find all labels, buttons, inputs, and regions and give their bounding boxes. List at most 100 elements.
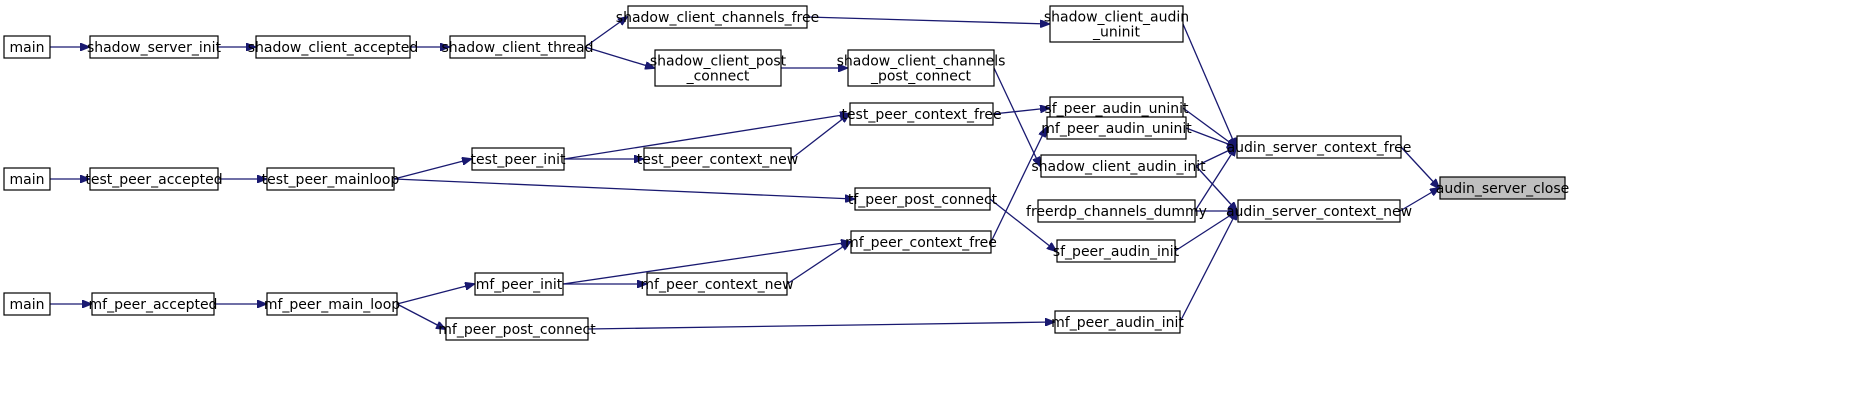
node-label: mf_peer_main_loop	[264, 297, 400, 313]
edge-shadow-client-audin-init-to-audin-server-context-new	[1195, 165, 1237, 211]
edge-tf-peer-post-connect-to-sf-peer-audin-init	[989, 198, 1056, 251]
node-label: _connect	[686, 69, 750, 85]
node-box	[1049, 5, 1184, 43]
node-label: mf_peer_post_connect	[438, 322, 596, 338]
edge-test-peer-context-free-to-sf-peer-audin-uninit	[992, 108, 1049, 115]
node-tf-peer-post-connect[interactable]: tf_peer_post_connect	[848, 187, 998, 211]
node-test-peer-accepted[interactable]: test_peer_accepted	[85, 167, 223, 191]
node-shadow-server-init[interactable]: shadow_server_init	[87, 35, 222, 59]
node-box	[471, 147, 565, 171]
node-label: shadow_client_channels	[837, 54, 1006, 70]
node-main2[interactable]: main	[3, 167, 51, 191]
node-shadow-client-accepted[interactable]: shadow_client_accepted	[248, 35, 419, 59]
node-label: shadow_server_init	[87, 40, 222, 56]
node-label: mf_peer_audin_init	[1051, 315, 1184, 331]
node-audin-server-context-free[interactable]: audin_server_context_free	[1227, 135, 1412, 159]
node-box	[1037, 199, 1196, 223]
edge-mf-peer-context-free-to-mf-peer-audin-uninit	[990, 128, 1046, 243]
node-shadow-client-channels-free[interactable]: shadow_client_channels_free	[616, 5, 819, 29]
node-box	[1439, 176, 1566, 200]
edge-mf-peer-post-connect-to-mf-peer-audin-init	[587, 322, 1054, 330]
edge-shadow-client-thread-to-shadow-client-post-connect	[584, 46, 654, 68]
edge-test-peer-mainloop-to-test-peer-init	[393, 159, 471, 180]
edge-shadow-client-channels-post-connect-to-shadow-client-audin-init	[993, 67, 1040, 166]
node-test-peer-context-new[interactable]: test_peer_context_new	[637, 147, 798, 171]
nodes-layer: main main main shadow_server_init shadow_cli…	[3, 5, 1569, 341]
node-label: freerdp_channels_dummy	[1026, 204, 1207, 220]
node-box	[3, 292, 51, 316]
node-mf-peer-context-free[interactable]: mf_peer_context_free	[845, 230, 997, 254]
node-label: _uninit	[1092, 25, 1140, 41]
node-box	[449, 35, 586, 59]
edge-shadow-client-audin-uninit-to-audin-server-context-free	[1182, 23, 1236, 147]
node-label: _post_connect	[870, 69, 972, 85]
node-label: main	[10, 40, 45, 56]
node-sf-peer-audin-init[interactable]: sf_peer_audin_init	[1053, 239, 1180, 263]
node-audin-server-close[interactable]: audin_server_close	[1436, 176, 1569, 200]
edge-sf-peer-audin-init-to-audin-server-context-new	[1174, 211, 1237, 252]
node-label: audin_server_context_new	[1226, 204, 1412, 220]
node-box	[3, 167, 51, 191]
edge-mf-peer-audin-init-to-audin-server-context-new	[1179, 211, 1237, 323]
edge-shadow-client-channels-free-to-shadow-client-audin-uninit	[806, 16, 1049, 24]
node-freerdp-channels-dummy[interactable]: freerdp_channels_dummy	[1026, 199, 1207, 223]
node-label: shadow_client_audin_init	[1031, 159, 1206, 175]
node-box	[91, 292, 215, 316]
edge-shadow-client-thread-to-shadow-client-channels-free	[584, 17, 627, 48]
edge-audin-server-context-new-to-audin-server-close	[1399, 188, 1439, 212]
node-label: mf_peer_context_new	[640, 277, 793, 293]
node-shadow-client-channels-post-connect[interactable]: shadow_client_channels_post_connect	[837, 49, 1006, 87]
node-mf-peer-audin-init[interactable]: mf_peer_audin_init	[1051, 310, 1184, 334]
node-label: sf_peer_audin_uninit	[1044, 101, 1189, 117]
node-test-peer-init[interactable]: test_peer_init	[471, 147, 566, 171]
node-box	[89, 167, 219, 191]
edge-mf-peer-main-loop-to-mf-peer-post-connect	[396, 303, 445, 329]
node-main1[interactable]: main	[3, 35, 51, 59]
node-sf-peer-audin-uninit[interactable]: sf_peer_audin_uninit	[1044, 96, 1189, 120]
node-mf-peer-audin-uninit[interactable]: mf_peer_audin_uninit	[1041, 116, 1192, 140]
node-shadow-client-post-connect[interactable]: shadow_client_post_connect	[650, 49, 787, 87]
edge-mf-peer-init-to-mf-peer-context-free	[562, 242, 850, 285]
node-label: test_peer_context_new	[637, 152, 798, 168]
node-test-peer-mainloop[interactable]: test_peer_mainloop	[262, 167, 400, 191]
node-label: tf_peer_post_connect	[848, 192, 998, 208]
node-shadow-client-audin-init[interactable]: shadow_client_audin_init	[1031, 154, 1206, 178]
node-label: mf_peer_init	[476, 277, 563, 293]
edge-audin-server-context-free-to-audin-server-close	[1400, 146, 1439, 188]
node-mf-peer-accepted[interactable]: mf_peer_accepted	[89, 292, 218, 316]
node-mf-peer-init[interactable]: mf_peer_init	[474, 272, 564, 296]
node-box	[654, 49, 782, 87]
node-box	[1236, 135, 1402, 159]
node-box	[474, 272, 564, 296]
edge-freerdp-channels-dummy-to-audin-server-context-free	[1194, 147, 1236, 212]
node-label: test_peer_init	[471, 152, 566, 168]
node-shadow-client-thread[interactable]: shadow_client_thread	[442, 35, 594, 59]
node-label: main	[10, 297, 45, 313]
node-box	[266, 292, 398, 316]
node-label: mf_peer_audin_uninit	[1041, 121, 1192, 137]
node-box	[847, 49, 995, 87]
node-mf-peer-context-new[interactable]: mf_peer_context_new	[640, 272, 794, 296]
node-box	[255, 35, 411, 59]
node-audin-server-context-new[interactable]: audin_server_context_new	[1226, 199, 1412, 223]
node-shadow-client-audin-uninit[interactable]: shadow_client_audin_uninit	[1044, 5, 1189, 43]
edge-test-peer-context-new-to-test-peer-context-free	[790, 114, 849, 160]
node-box	[1040, 154, 1197, 178]
edge-mf-peer-main-loop-to-mf-peer-init	[396, 284, 474, 305]
node-box	[1237, 199, 1401, 223]
node-label: test_peer_mainloop	[262, 172, 400, 188]
node-label: test_peer_context_free	[841, 107, 1001, 123]
edge-mf-peer-context-new-to-mf-peer-context-free	[786, 242, 850, 285]
edge-mf-peer-audin-uninit-to-audin-server-context-free	[1185, 127, 1236, 147]
node-label: shadow_client_post	[650, 54, 787, 70]
node-mf-peer-post-connect[interactable]: mf_peer_post_connect	[438, 317, 596, 341]
node-label: main	[10, 172, 45, 188]
edges-layer	[50, 17, 1439, 329]
node-mf-peer-main-loop[interactable]: mf_peer_main_loop	[264, 292, 400, 316]
node-box	[445, 317, 589, 341]
node-test-peer-context-free[interactable]: test_peer_context_free	[841, 102, 1002, 126]
node-main3[interactable]: main	[3, 292, 51, 316]
edge-test-peer-init-to-test-peer-context-free	[563, 114, 849, 160]
node-box	[643, 147, 792, 171]
node-label: mf_peer_accepted	[89, 297, 218, 313]
